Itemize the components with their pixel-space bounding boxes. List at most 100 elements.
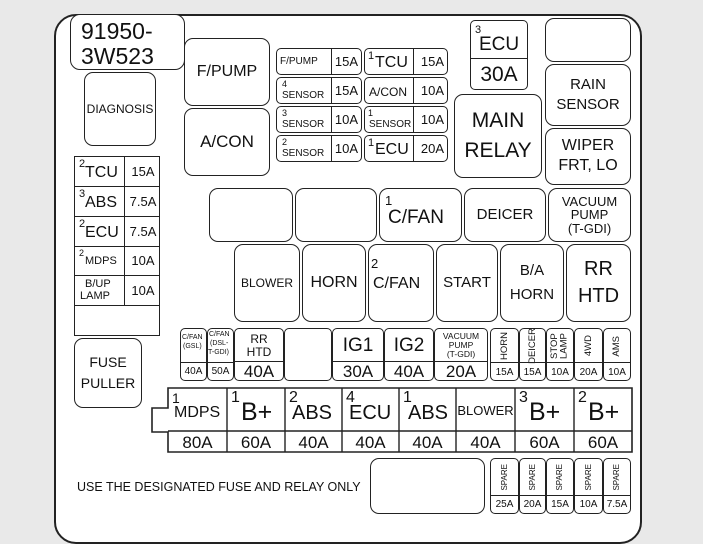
spare-label: SPARE [499, 463, 509, 491]
big-fuse-label: B+ [241, 398, 273, 426]
empty-relay-slot-1 [209, 188, 293, 242]
fuse-ecu-30a: 3 ECU 30A [470, 20, 528, 90]
mini-fuse-sup: 2 [282, 137, 288, 147]
spare-value: 7.5A [606, 499, 628, 510]
fuse-label: RR [250, 332, 268, 346]
big-fuse-label: ECU [349, 402, 392, 424]
deicer-relay-label: DEICER [476, 206, 534, 224]
big-fuse-strip-outline [151, 387, 633, 453]
blower-relay-label: BLOWER [240, 275, 293, 290]
spare-label: SPARE [527, 463, 537, 491]
fuse-value: 10A [608, 367, 626, 378]
fuse-value: 20A [445, 362, 477, 381]
ecu3-label: ECU [478, 34, 520, 55]
spare-value: 20A [523, 499, 542, 510]
horn-relay-label: HORN [310, 273, 358, 291]
big-fuse-value: 40A [470, 433, 501, 452]
left-fuse-label: ECU [85, 224, 119, 241]
fuse-label: HTD [246, 345, 272, 359]
fuse-value: 30A [342, 362, 374, 381]
fuse-ig1: IG1 30A [332, 328, 384, 381]
big-fuse-label: BLOWER [457, 403, 514, 418]
vacuum-relay-line1: VACUUM [561, 193, 618, 209]
mini-fuse-sensor2: 2 SENSOR 10A [276, 135, 362, 162]
left-fuse-sup: 3 [79, 188, 86, 200]
fuse-value: 15A [523, 367, 542, 378]
fuse-value: 10A [551, 367, 569, 378]
left-fuse-sup: 2 [79, 158, 86, 170]
big-fuse-sup: 1 [172, 390, 180, 406]
mini-fuse-value: 10A [420, 112, 444, 127]
spare-value: 15A [551, 499, 569, 510]
wiper-line1: WIPER [561, 137, 615, 155]
blower-relay: BLOWER [234, 244, 300, 322]
mini-fuse-value: 15A [334, 83, 358, 98]
cfan-relay-label: C/FAN [388, 207, 444, 228]
mini-fuse-value: 10A [334, 141, 358, 156]
wiper-line2: FRT, LO [558, 157, 618, 174]
cfan2-relay-sup: 2 [371, 256, 379, 271]
big-fuse-value: 60A [240, 433, 272, 452]
spare-label: SPARE [612, 463, 621, 491]
big-fuse-value: 40A [355, 433, 386, 452]
mini-fuse-label: ECU [375, 141, 409, 158]
mini-fuse-value: 15A [334, 54, 358, 69]
big-fuse-value: 60A [529, 433, 560, 452]
mini-fuse-sup: 4 [282, 79, 288, 89]
fuse-puller-line2: PULLER [80, 375, 136, 391]
cfan-relay-sup: 1 [385, 193, 393, 208]
mini-fuse-sup: 1 [368, 137, 375, 149]
mini-fuse-label: SENSOR [369, 119, 412, 130]
ba-horn-line1: B/A [519, 262, 545, 280]
fuse-ams: AMS 10A [603, 328, 631, 381]
mini-fuse-tcu: 1 TCU 15A [364, 48, 448, 75]
spare-fuse-25a: SPARE 25A [490, 458, 519, 514]
empty-relay-slot-2 [295, 188, 377, 242]
left-fuse-value: 7.5A [129, 194, 157, 209]
mini-fuse-sup: 1 [368, 50, 375, 62]
mini-fuse-sup: 1 [368, 108, 374, 118]
rain-sensor-line2: SENSOR [556, 96, 620, 113]
ba-horn-relay: B/A HORN [500, 244, 564, 322]
diagnosis-connector: DIAGNOSIS [84, 72, 156, 146]
fuse-value: 40A [243, 362, 275, 381]
empty-relay-slot [545, 18, 631, 62]
cfan-relay-1: 1 C/FAN [379, 188, 462, 242]
horn-relay: HORN [302, 244, 366, 322]
rain-sensor-line1: RAIN [570, 76, 606, 94]
mini-fuse-sensor3: 3 SENSOR 10A [276, 106, 362, 133]
fuse-label: T-GDI) [208, 349, 229, 356]
rr-htd-relay-line2: HTD [577, 285, 620, 307]
fuse-puller-line1: FUSE [89, 354, 127, 371]
part-number-line2: 3W523 [81, 43, 154, 69]
mini-fuse-fpump: F/PUMP 15A [276, 48, 362, 75]
fpump-relay-label: F/PUMP [196, 62, 258, 80]
big-fuse-value: 40A [298, 433, 329, 452]
spare-fuse-20a: SPARE 20A [519, 458, 546, 514]
mini-fuse-value: 10A [334, 112, 358, 127]
mini-fuse-value: 10A [420, 83, 444, 98]
big-fuse-value: 80A [182, 433, 213, 452]
big-fuse-label: MDPS [174, 404, 221, 421]
ba-horn-line2: HORN [509, 286, 555, 303]
spare-label: SPARE [583, 463, 593, 491]
empty-slot-bottom [370, 458, 485, 514]
main-relay-line1: MAIN [471, 108, 525, 132]
left-fuse-value: 10A [131, 253, 155, 268]
fuse-vacuum-pump: VACUUM PUMP (T-GDI) 20A [434, 328, 488, 381]
mini-fuse-label: F/PUMP [280, 56, 318, 67]
mini-fuse-label: SENSOR [282, 119, 325, 130]
fuse-label: C/FAN [182, 334, 203, 341]
fuse-label: IG1 [342, 335, 374, 356]
main-relay: MAIN RELAY [454, 94, 542, 178]
spare-value: 25A [495, 499, 514, 510]
cfan2-relay-label: C/FAN [373, 275, 421, 292]
big-fuse-value: 60A [587, 433, 619, 452]
rr-htd-relay: RR HTD [566, 244, 631, 322]
spare-fuse-7-5a: SPARE 7.5A [603, 458, 631, 514]
fuse-rr-htd: RR HTD 40A [234, 328, 284, 381]
fpump-relay: F/PUMP [184, 38, 270, 106]
mini-fuse-label: SENSOR [282, 90, 325, 101]
left-fuse-value: 7.5A [129, 224, 157, 239]
fuse-puller[interactable]: FUSE PULLER [74, 338, 142, 408]
